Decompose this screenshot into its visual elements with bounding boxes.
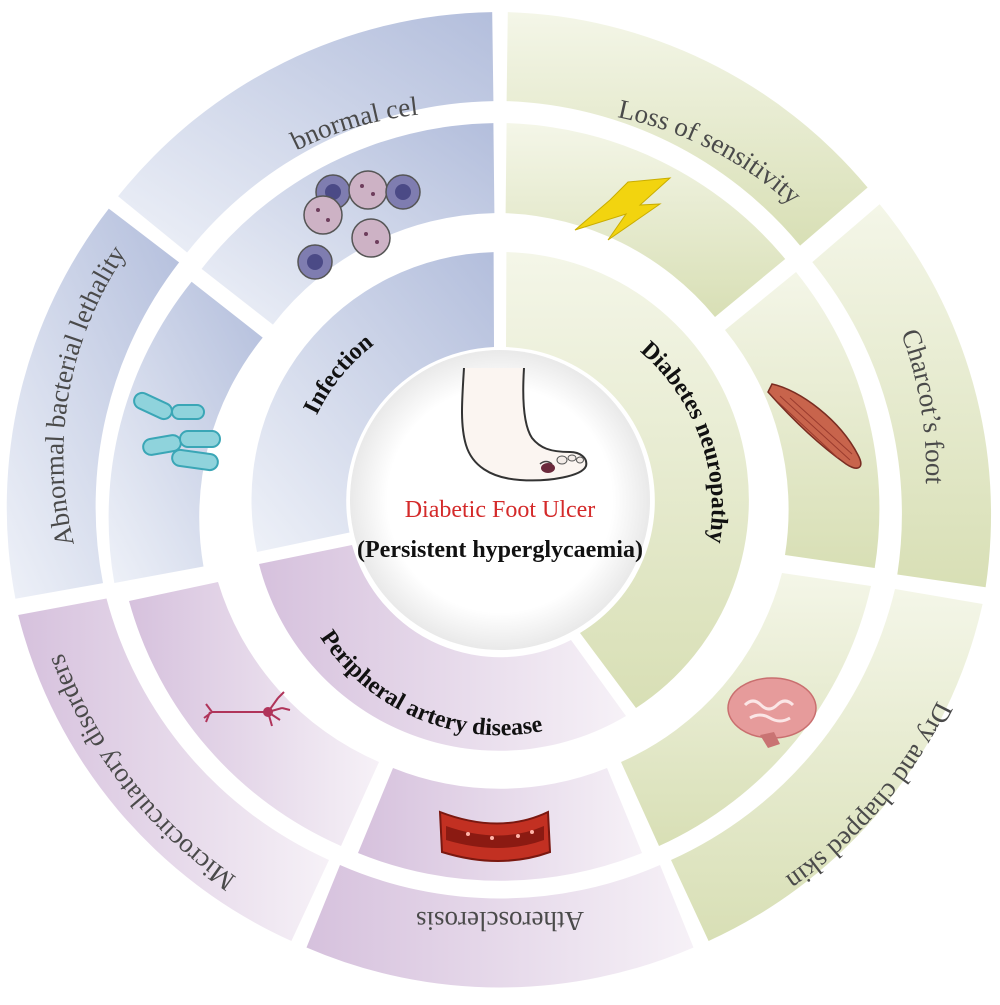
middle-segment-lightning xyxy=(505,123,786,317)
center-subtitle: (Persistent hyperglycaemia) xyxy=(357,537,643,563)
bacteria-icon xyxy=(133,391,221,472)
segment-charcots-foot xyxy=(812,204,992,588)
segment-abnormal-cell xyxy=(118,12,494,253)
middle-segment-neuron xyxy=(129,582,379,846)
center-title: Diabetic Foot Ulcer xyxy=(405,497,596,523)
outer-ring xyxy=(6,12,992,988)
segment-abnormal-bacterial-lethality xyxy=(6,208,180,599)
center-disc xyxy=(350,350,650,650)
muscle-icon xyxy=(767,383,862,469)
segment-microcirculatory-disorders xyxy=(18,598,329,941)
blood-vessel-icon xyxy=(438,810,552,862)
inner-ring xyxy=(251,252,749,751)
middle-segment-cells xyxy=(201,123,495,325)
segment-dry-and-chapped-skin xyxy=(671,589,983,941)
lightning-icon xyxy=(574,177,672,241)
segment-loss-of-sensitivity xyxy=(506,12,868,246)
inner-segment-infection xyxy=(251,252,494,552)
segment-atherosclerosis xyxy=(306,865,694,988)
inner-segment-pad xyxy=(259,545,626,751)
blood-cells-icon xyxy=(297,170,421,280)
neuron-icon xyxy=(203,691,291,727)
brain-icon xyxy=(727,677,817,748)
inner-segment-neuropathy xyxy=(506,252,749,708)
label-atherosclerosis: Atherosclerosis xyxy=(416,906,584,936)
foot-ulcer-icon xyxy=(461,367,588,482)
